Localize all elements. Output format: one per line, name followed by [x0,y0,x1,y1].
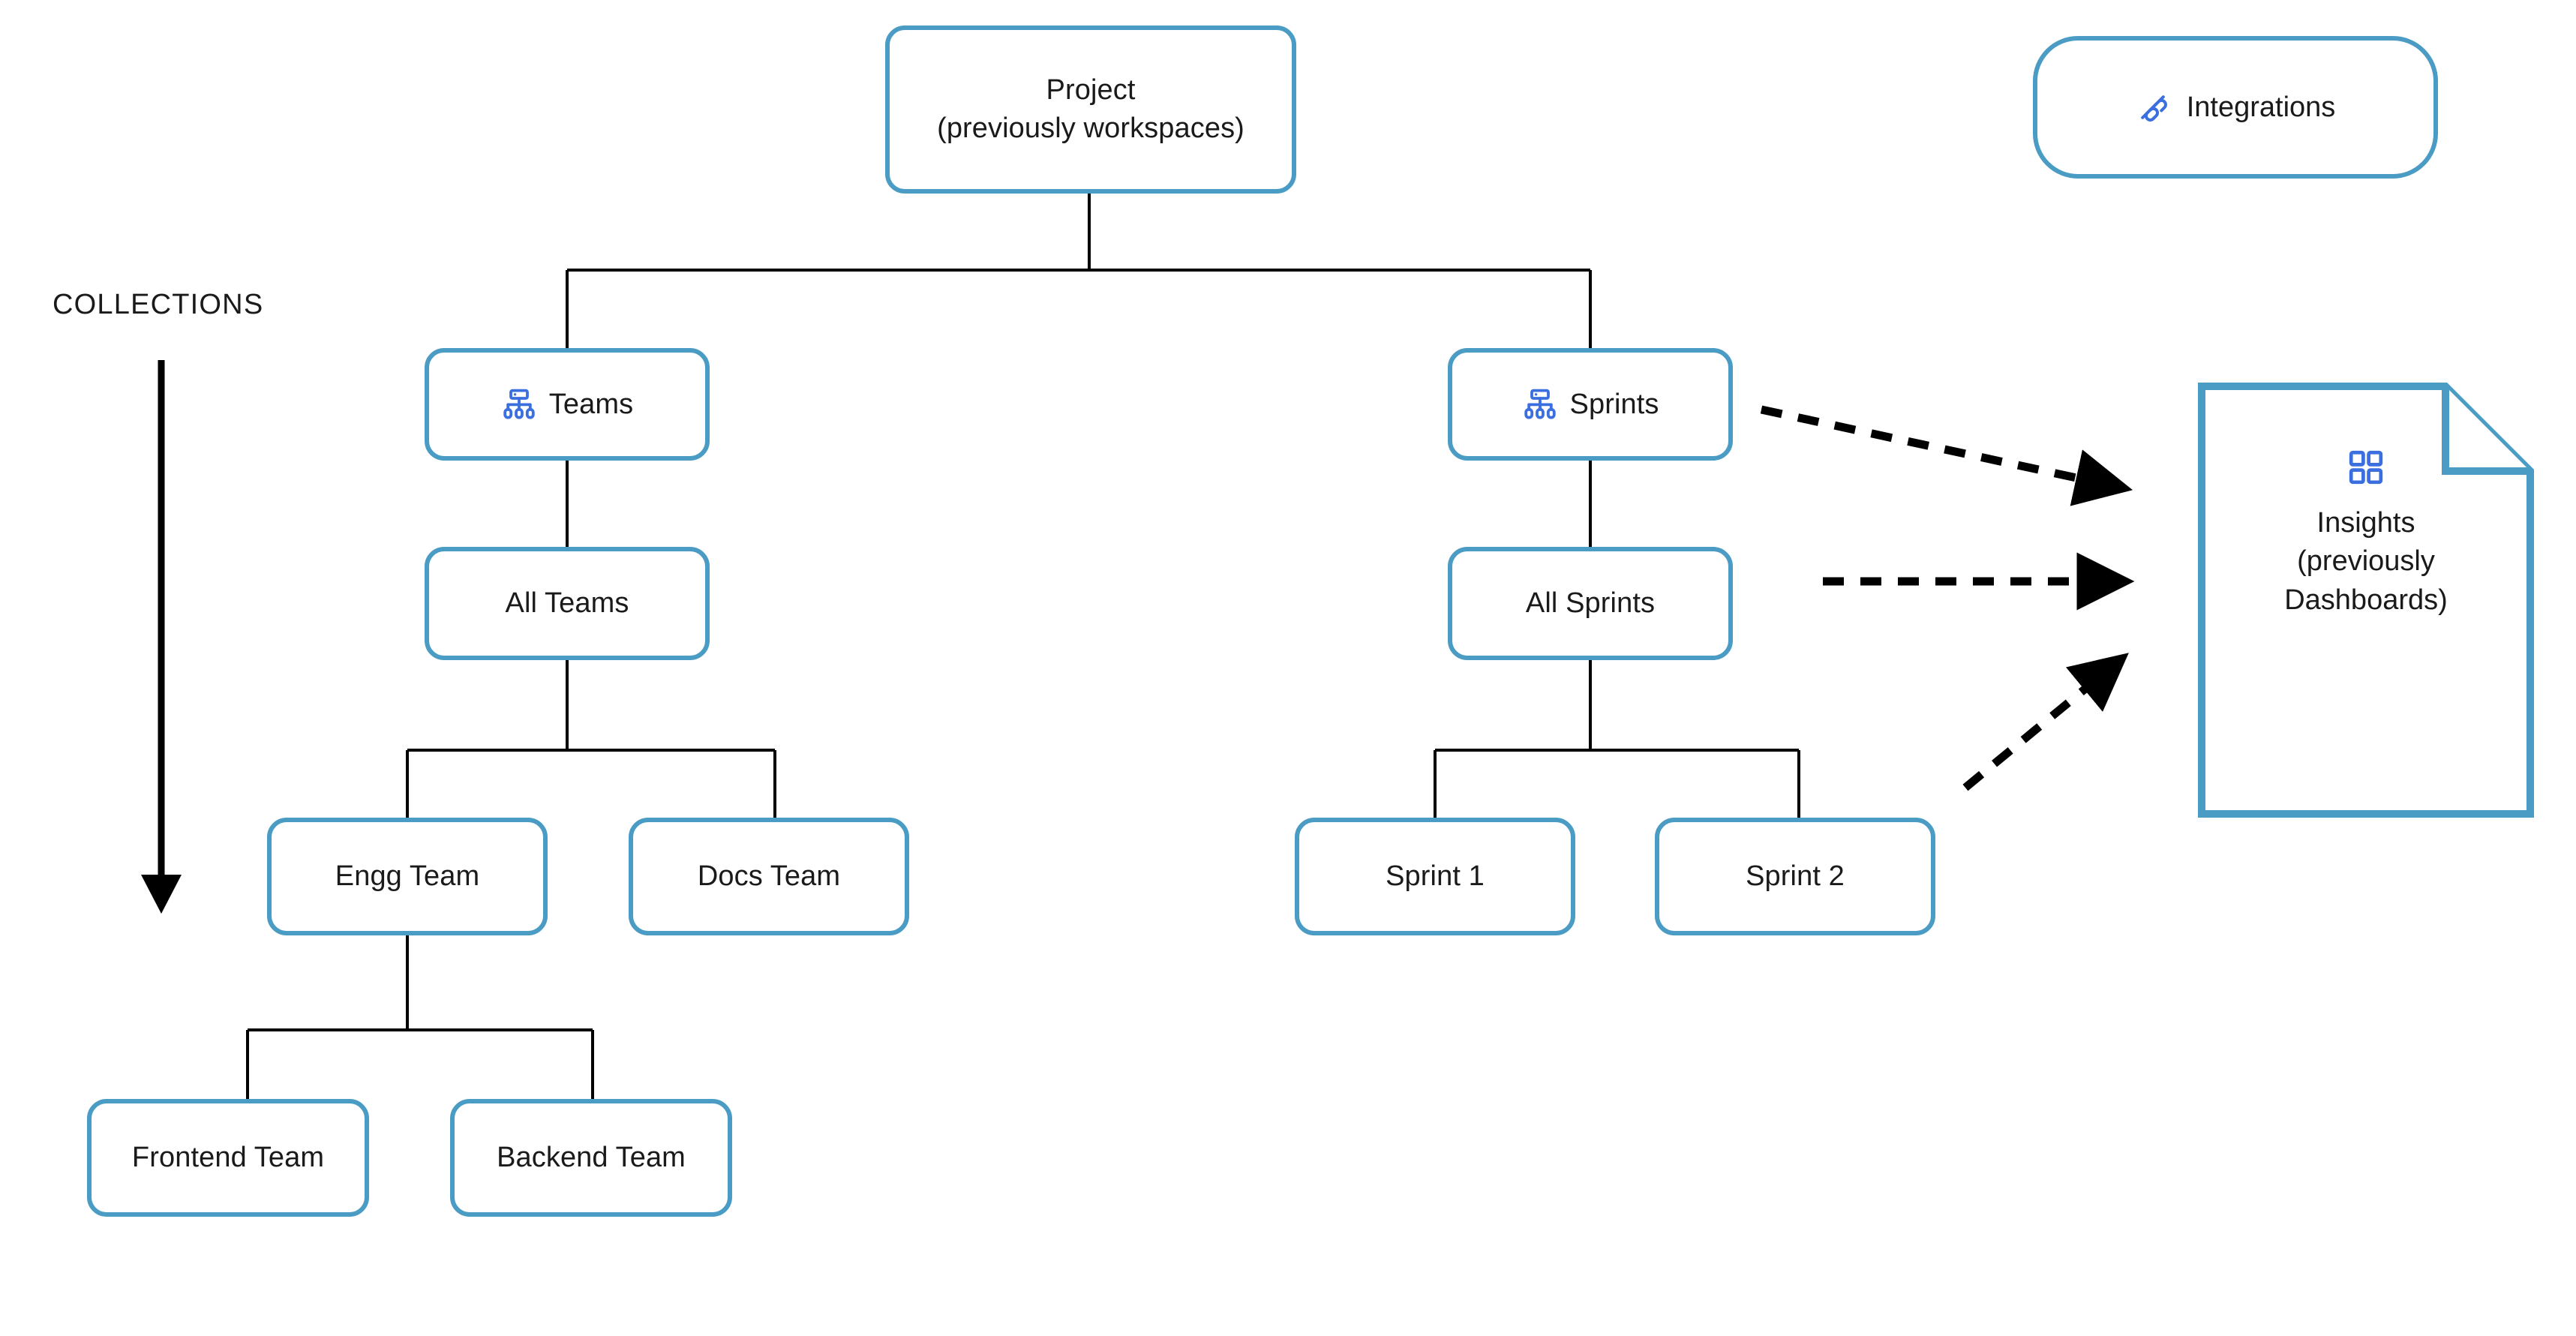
node-engg-team-label: Engg Team [335,860,480,893]
document-folded-corner-shape [2198,383,2534,818]
node-project-label: Project (previously workspaces) [937,74,1244,144]
node-teams-label: Teams [548,388,634,420]
node-sprint-1-label: Sprint 1 [1386,860,1485,893]
node-docs-team-label: Docs Team [697,860,841,893]
node-sprint-1[interactable]: Sprint 1 [1295,818,1575,935]
collections-axis-label: COLLECTIONS [53,289,264,320]
edge-sprints-to-insights [1760,405,2133,506]
hierarchy-icon [501,386,537,422]
node-frontend-team[interactable]: Frontend Team [87,1099,369,1217]
node-frontend-team-label: Frontend Team [131,1142,325,1174]
edge-sprint2-to-insights [1962,653,2129,791]
node-engg-team[interactable]: Engg Team [267,818,548,935]
integrations-label: Integrations [2186,91,2336,123]
node-all-sprints[interactable]: All Sprints [1448,547,1733,660]
plug-connector-icon [2136,90,2170,125]
node-all-sprints-label: All Sprints [1525,587,1656,620]
integrations-chip[interactable]: Integrations [2033,36,2438,179]
node-sprints[interactable]: Sprints [1448,348,1733,461]
node-project[interactable]: Project (previously workspaces) [885,26,1296,194]
node-all-teams[interactable]: All Teams [425,547,710,660]
node-insights[interactable]: Insights (previously Dashboards) [2198,383,2534,818]
node-insights-label: Insights (previously Dashboards) [2284,507,2448,616]
node-backend-team-label: Backend Team [497,1142,686,1174]
node-teams[interactable]: Teams [425,348,710,461]
node-sprint-2[interactable]: Sprint 2 [1655,818,1935,935]
node-backend-team[interactable]: Backend Team [450,1099,732,1217]
collections-arrow-icon [141,360,182,914]
node-docs-team[interactable]: Docs Team [629,818,909,935]
insights-content: Insights (previously Dashboards) [2198,383,2534,818]
node-all-teams-label: All Teams [505,587,629,620]
node-sprint-2-label: Sprint 2 [1746,860,1845,893]
node-sprints-label: Sprints [1569,388,1659,420]
hierarchy-icon [1522,386,1558,422]
grid-squares-icon [2346,447,2386,488]
